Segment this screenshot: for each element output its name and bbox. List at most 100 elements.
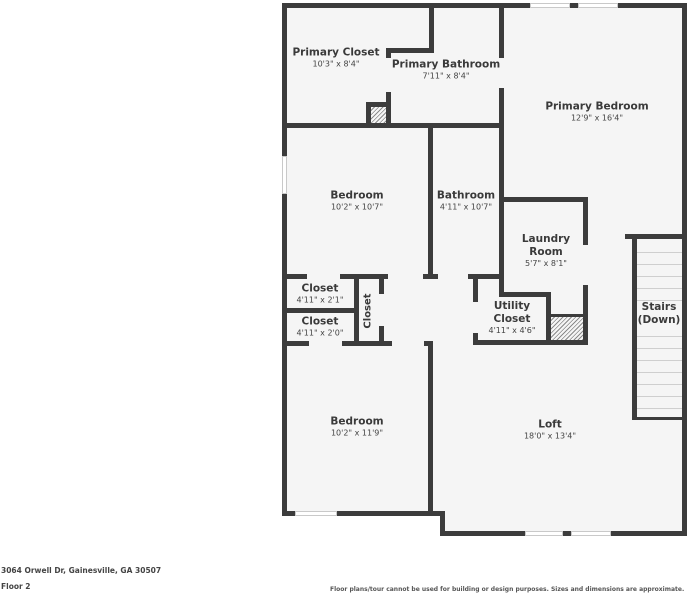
wall (379, 326, 384, 346)
room-name: Bedroom (330, 415, 384, 428)
wall (340, 274, 388, 279)
floor-label: Floor 2 (1, 582, 31, 591)
stair-tread (637, 264, 682, 265)
wall (499, 3, 504, 58)
wall (282, 274, 307, 279)
wall (282, 123, 504, 128)
room-primary-bedroom: Primary Bedroom 12'9" x 16'4" (545, 100, 648, 123)
room-primary-bathroom: Primary Bathroom 7'11" x 8'4" (392, 58, 500, 81)
wall (499, 197, 504, 297)
room-dimensions: 4'11" x 2'1" (296, 295, 344, 305)
room-primary-closet: Primary Closet 10'3" x 8'4" (292, 46, 379, 69)
stair-tread (637, 336, 682, 337)
wall (473, 340, 588, 345)
wall-right (682, 3, 687, 536)
room-bathroom: Bathroom 4'11" x 10'7" (437, 189, 495, 212)
wall-bottom-right (440, 531, 687, 536)
wall (625, 234, 687, 239)
wall (366, 102, 371, 127)
wall (386, 92, 391, 127)
room-name: Bathroom (436, 189, 496, 202)
wall (429, 3, 434, 53)
wall-bottom-step (440, 511, 445, 536)
wall (499, 88, 504, 278)
room-name: Loft (538, 418, 562, 431)
wall-bottom-left (282, 511, 442, 516)
stair-tread (637, 408, 682, 409)
room-name: Closet (301, 315, 339, 328)
stair-tread (637, 276, 682, 277)
room-dimensions: 12'9" x 16'4" (570, 113, 624, 123)
stair-tread (637, 348, 682, 349)
hatched-fixture (371, 107, 386, 124)
wall (546, 292, 551, 345)
wall (386, 48, 434, 53)
wall (632, 417, 687, 420)
room-stairs: Stairs (Down) (637, 301, 681, 327)
wall (366, 102, 391, 107)
room-dimensions: 10'2" x 10'7" (330, 202, 384, 212)
wall (379, 274, 384, 294)
room-dimensions: 4'11" x 2'0" (296, 328, 344, 338)
wall (423, 274, 438, 279)
wall (342, 341, 392, 346)
wall (632, 234, 637, 420)
room-laundry: Laundry Room 5'7" x 8'1" (516, 233, 576, 269)
wall (473, 274, 478, 302)
room-dimensions: 4'11" x 10'7" (439, 202, 493, 212)
room-name: Utility Closet (493, 299, 531, 325)
room-name: Stairs (Down) (637, 300, 681, 326)
window (571, 531, 611, 536)
stair-tread (637, 300, 682, 301)
wall (428, 123, 433, 278)
room-closet-3: Closet (362, 293, 374, 329)
window (530, 3, 570, 8)
room-dimensions: 10'2" x 11'9" (330, 428, 384, 438)
window (578, 3, 618, 8)
stair-tread (637, 252, 682, 253)
room-dimensions: 18'0" x 13'4" (523, 431, 577, 441)
room-name: Bedroom (330, 189, 384, 202)
wall (428, 341, 433, 516)
room-closet-1: Closet 4'11" x 2'1" (296, 282, 343, 305)
room-name: Closet (301, 282, 339, 295)
room-utility-closet: Utility Closet 4'11" x 4'6" (482, 300, 542, 336)
floor-area-lower (440, 510, 684, 532)
stair-tread (637, 288, 682, 289)
wall (546, 314, 588, 317)
hatched-fixture (551, 317, 583, 340)
wall (282, 308, 358, 313)
wall (502, 197, 588, 202)
room-closet-2: Closet 4'11" x 2'0" (296, 315, 343, 338)
room-dimensions: 4'11" x 4'6" (488, 326, 536, 336)
disclaimer: Floor plans/tour cannot be used for buil… (330, 586, 685, 593)
wall-top (282, 3, 687, 8)
wall (354, 274, 359, 346)
property-address: 3064 Orwell Dr, Gainesville, GA 30507 (1, 566, 162, 575)
wall (386, 48, 391, 58)
wall (473, 333, 478, 345)
room-dimensions: 7'11" x 8'4" (422, 71, 470, 81)
room-bedroom-2: Bedroom 10'2" x 11'9" (330, 415, 383, 438)
wall (583, 197, 588, 245)
wall-left (282, 3, 287, 516)
room-loft: Loft 18'0" x 13'4" (524, 418, 576, 441)
wall (282, 341, 309, 346)
stair-tread (637, 396, 682, 397)
room-dimensions: 10'3" x 8'4" (312, 59, 360, 69)
window (525, 531, 563, 536)
room-name: Primary Bedroom (545, 100, 649, 113)
floor-area-upper (284, 5, 684, 515)
room-dimensions: 5'7" x 8'1" (525, 259, 567, 269)
room-name: Laundry Room (521, 232, 571, 258)
stair-tread (637, 384, 682, 385)
room-name: Primary Bathroom (391, 58, 501, 71)
window (295, 511, 337, 516)
stair-tread (637, 360, 682, 361)
room-name: Primary Closet (292, 46, 380, 59)
wall (468, 274, 504, 279)
stair-tread (637, 372, 682, 373)
room-bedroom-1: Bedroom 10'2" x 10'7" (330, 189, 383, 212)
wall (499, 292, 551, 297)
wall (583, 234, 588, 239)
